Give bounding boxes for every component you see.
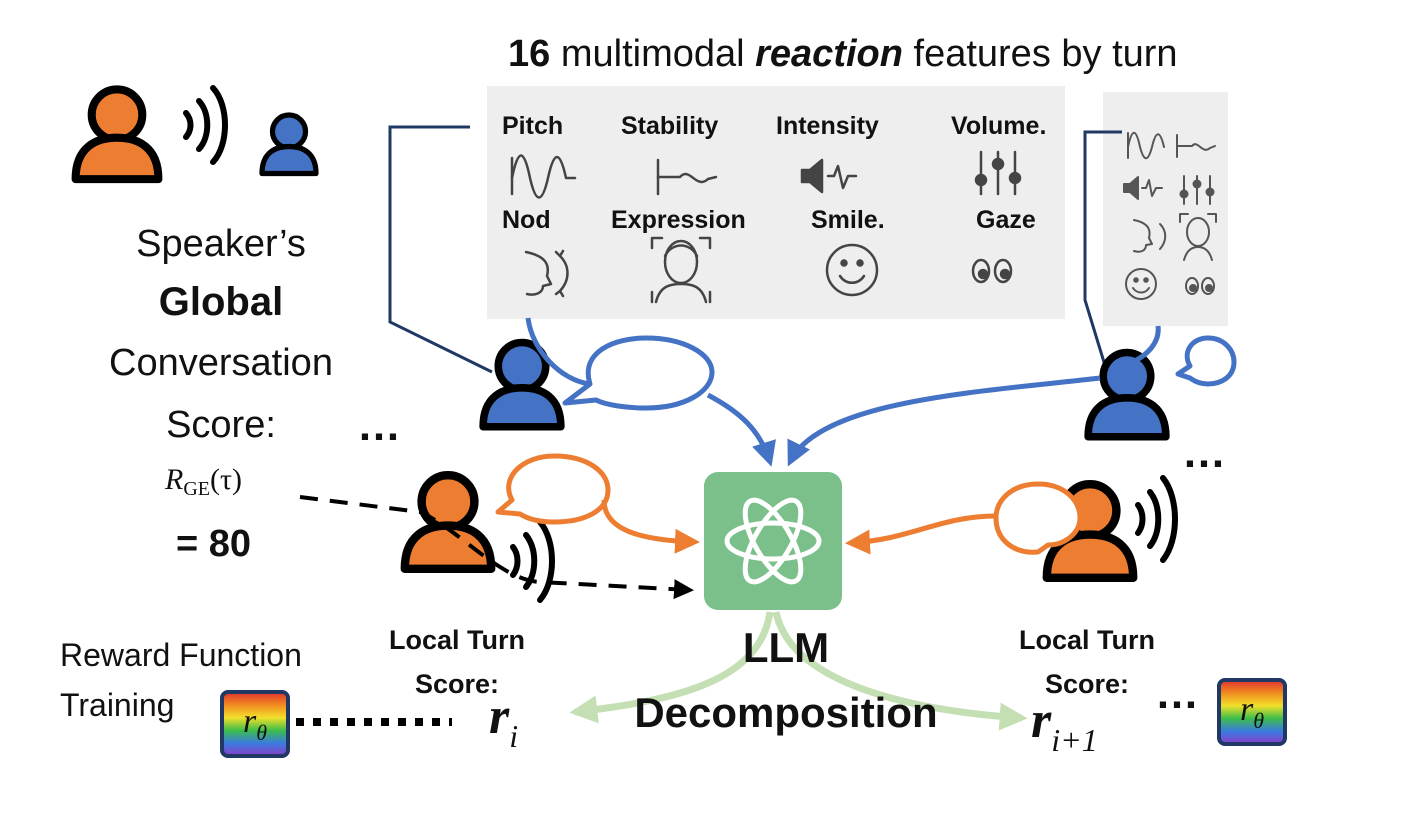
decomposition-arrow-left — [569, 611, 774, 724]
reward-line1: Reward Function — [60, 637, 302, 673]
feature-count: 16 — [508, 33, 550, 75]
feature-intensity: Intensity — [776, 112, 879, 140]
gaze-eyes-icon — [971, 258, 1013, 284]
title-pre: multimodal — [550, 33, 755, 75]
feature-stability: Stability — [621, 112, 718, 140]
speech-to-llm-arrow-left — [601, 499, 700, 554]
sound-waves-left-icon — [510, 519, 555, 603]
decomposition-arrow-right — [772, 611, 1028, 731]
global-score-line2: Global — [159, 280, 283, 324]
feature-pitch: Pitch — [502, 112, 563, 140]
listener-person-right-icon — [1088, 352, 1166, 436]
feature-nod: Nod — [502, 206, 551, 234]
global-score-line4: Score: — [166, 404, 276, 446]
global-score-formula: RGE(τ) — [164, 463, 242, 500]
stability-curve-icon — [656, 158, 718, 196]
figure-title: 16 multimodal reaction features by turn — [508, 33, 1178, 75]
feature-panel-right-line — [1127, 325, 1161, 367]
nod-head-icon — [524, 249, 569, 298]
speaker-person-left-icon — [405, 475, 491, 569]
pitch-wave-icon-small — [1127, 131, 1165, 160]
speech-bubble-left — [495, 453, 611, 525]
formula-main: R — [164, 463, 183, 496]
equalizer-icon — [974, 150, 1022, 196]
stability-curve-icon-small — [1176, 134, 1216, 158]
speech-bubble-right — [993, 481, 1083, 555]
local-right-line1: Local Turn — [1019, 625, 1155, 655]
feature-volume: Volume. — [951, 112, 1046, 140]
listener-person-icon — [262, 115, 316, 174]
reaction-bubble-right — [1175, 335, 1237, 387]
pitch-wave-icon — [510, 154, 577, 199]
reward-model-right-icon: rθ — [1217, 678, 1287, 746]
reward-left-symbol-main: r — [243, 703, 257, 740]
ellipsis-reward: … — [1155, 669, 1199, 718]
llm-logo-icon — [724, 497, 822, 585]
speaker-volume-icon — [800, 158, 858, 194]
reward-right-symbol-main: r — [1240, 691, 1254, 728]
expression-face-icon — [650, 236, 712, 304]
local-left-symbol: ri — [489, 688, 518, 754]
local-left-line1: Local Turn — [389, 625, 525, 655]
bubble-to-llm-arrow-right — [787, 375, 1101, 467]
local-left-symbol-main: r — [489, 688, 510, 745]
smile-face-icon — [825, 243, 879, 297]
local-right-line2: Score: — [1045, 669, 1129, 699]
local-right-symbol: ri+1 — [1031, 692, 1098, 758]
feature-panel — [487, 86, 1065, 319]
ellipsis-right: … — [1182, 428, 1226, 477]
title-post: features by turn — [903, 33, 1178, 75]
gaze-eyes-icon-small — [1185, 277, 1215, 295]
global-score-dashed-arrow — [299, 495, 694, 600]
feature-connector-left — [388, 125, 493, 374]
reward-left-symbol-sub: θ — [256, 720, 267, 745]
title-emphasis: reaction — [755, 33, 903, 75]
reward-line2: Training — [60, 687, 174, 723]
feature-expression: Expression — [611, 206, 746, 234]
bubble-to-llm-arrow-left — [706, 392, 776, 467]
local-left-symbol-sub: i — [509, 718, 518, 754]
decomposition-label: Decomposition — [634, 689, 937, 736]
llm-label: LLM — [743, 624, 829, 671]
feature-connector-right — [1083, 130, 1122, 373]
global-score-line1: Speaker’s — [136, 223, 306, 265]
feature-gaze: Gaze — [976, 206, 1036, 234]
reward-right-symbol: rθ — [1240, 691, 1264, 733]
global-score-line3: Conversation — [109, 342, 333, 384]
llm-box — [704, 472, 842, 610]
reward-left-symbol: rθ — [243, 703, 267, 745]
reward-model-left-icon: rθ — [220, 690, 290, 758]
speaker-volume-icon-small — [1123, 176, 1163, 200]
equalizer-icon-small — [1179, 175, 1215, 205]
local-left-line2: Score: — [415, 669, 499, 699]
listener-person-left-icon — [483, 342, 561, 426]
reward-right-symbol-sub: θ — [1253, 708, 1264, 733]
local-right-symbol-main: r — [1031, 692, 1052, 749]
global-score-value: = 80 — [176, 523, 251, 565]
formula-sub: GE — [183, 478, 210, 500]
reaction-bubble-left — [562, 335, 715, 411]
nod-head-icon-small — [1133, 219, 1167, 253]
feature-smile: Smile. — [811, 206, 885, 234]
sound-waves-icon — [183, 85, 228, 165]
sound-waves-right-icon — [1135, 475, 1178, 563]
formula-arg: (τ) — [210, 463, 242, 496]
feature-to-bubble-line — [525, 317, 591, 387]
speech-to-llm-arrow-right — [845, 513, 997, 555]
smile-face-icon-small — [1125, 268, 1157, 300]
speaker-person-icon — [76, 89, 159, 179]
local-right-symbol-sub: i+1 — [1051, 722, 1097, 758]
expression-face-icon-small — [1179, 213, 1217, 261]
ellipsis-left: … — [357, 401, 401, 450]
